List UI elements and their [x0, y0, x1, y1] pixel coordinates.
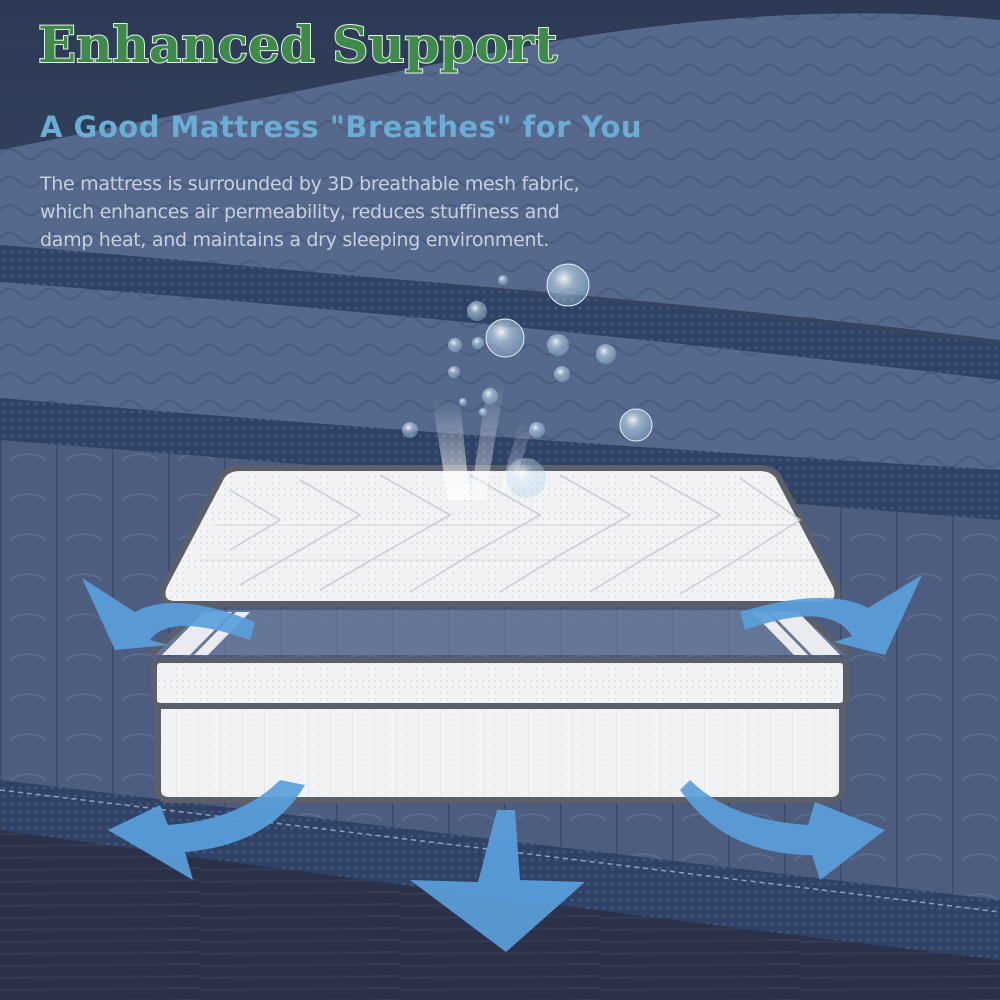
description-line: damp heat, and maintains a dry sleeping … [40, 229, 550, 251]
feature-description: The mattress is surrounded by 3D breatha… [40, 170, 660, 254]
airflow-arrows [82, 575, 922, 952]
description-line: The mattress is surrounded by 3D breatha… [40, 173, 580, 195]
headline-title: Enhanced Support [37, 15, 558, 74]
headline-subtitle: A Good Mattress "Breathes" for You [40, 110, 643, 144]
description-line: which enhances air permeability, reduces… [40, 201, 560, 223]
mattress-illustration [147, 465, 853, 803]
air-bubbles [402, 263, 653, 498]
